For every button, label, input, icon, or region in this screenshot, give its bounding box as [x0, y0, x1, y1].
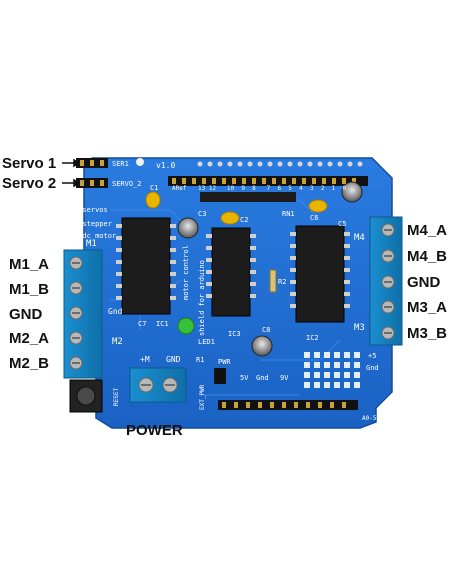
silk-ser1: SER1 [112, 160, 129, 168]
mounting-hole-icon [136, 158, 144, 166]
label-m2-a: M2_A [9, 330, 50, 347]
silk-pins-top: 13 12 10 9 8 7 6 5 4 3 2 1 0 [198, 185, 346, 192]
capacitor-c2-icon [220, 211, 240, 225]
silk-9v: 9V [280, 374, 289, 382]
electrolytic-cap-c5-icon [341, 181, 363, 203]
electrolytic-cap-c3-icon [177, 217, 199, 239]
label-m3-a: M3_A [407, 299, 448, 316]
silk-gnd-left: Gnd [108, 307, 123, 316]
power-terminal-block [129, 367, 187, 403]
label-power: POWER [126, 422, 183, 439]
silk-pwr: PWR [218, 358, 231, 366]
silk-led1: LED1 [198, 338, 215, 346]
label-m4-a: M4_A [407, 222, 448, 239]
silk-servo2: SERVO_2 [112, 180, 142, 188]
label-m4-b: M4_B [407, 248, 448, 265]
silk-servos: 2 servos [74, 206, 108, 214]
silk-ic3: IC3 [228, 330, 241, 338]
silk-c5: C5 [338, 220, 346, 228]
chip-ic3 [206, 227, 256, 317]
electrolytic-cap-c8-icon [251, 335, 273, 357]
silk-c1: C1 [150, 184, 158, 192]
silk-c2: C2 [240, 216, 248, 224]
silk-c7: C7 [138, 320, 146, 328]
silk-c8: C8 [262, 326, 270, 334]
silk-a0-5: A0-5 [362, 415, 377, 422]
label-m2-b: M2_B [9, 355, 50, 372]
silk-gnd-grid: Gnd [366, 364, 379, 372]
silk-m4: M4 [354, 233, 365, 243]
resistor-network [200, 192, 296, 202]
silk-motor-control: motor control [182, 245, 190, 300]
top-pin-header [168, 161, 368, 186]
servo-headers [76, 158, 108, 188]
silk-r2: R2 [278, 278, 286, 286]
resistor-r2-icon [269, 269, 277, 293]
silk-plus5: +5 [368, 352, 376, 360]
silk-ic1: IC1 [156, 320, 169, 328]
silk-gnd-bottom: Gnd [256, 374, 269, 382]
label-gnd-left: GND [9, 306, 43, 323]
silk-m1: M1 [86, 239, 97, 249]
left-terminal-block [63, 249, 103, 379]
servo-arrows [62, 158, 81, 188]
reset-button [69, 379, 103, 413]
capacitor-c6-icon [308, 199, 328, 213]
silk-m2: M2 [112, 337, 123, 347]
label-m3-b: M3_B [407, 325, 448, 342]
pwr-jumper [214, 368, 226, 384]
silk-aref: ARef [172, 185, 187, 192]
silk-shield-for-arduino: shield for arduino [198, 260, 206, 336]
label-servo-2: Servo 2 [2, 175, 57, 192]
silk-dc-motors: 4 dc motor [74, 232, 116, 240]
silk-5v: 5V [240, 374, 249, 382]
label-gnd-right: GND [407, 274, 441, 291]
green-led-icon [177, 317, 195, 335]
label-m1-b: M1_B [9, 281, 50, 298]
silk-steppers: 2 stepper [74, 220, 112, 228]
silk-rn1: RN1 [282, 210, 295, 218]
bottom-pin-header [218, 400, 358, 410]
silk-version: v1.0 [156, 161, 175, 170]
silk-m3: M3 [354, 323, 365, 333]
silk-gnd-pwr: GND [166, 355, 181, 364]
silk-reset: RESET [113, 388, 120, 406]
label-m1-a: M1_A [9, 256, 50, 273]
chip-ic1 [116, 217, 176, 315]
silk-plus-m: +M [140, 355, 150, 364]
label-servo-1: Servo 1 [2, 155, 57, 172]
right-terminal-block [369, 216, 403, 346]
capacitor-c1-icon [145, 191, 161, 209]
silk-c6: C6 [310, 214, 318, 222]
proto-hole-grid [304, 352, 360, 388]
silk-ext-pwr: EXT_PWR [199, 384, 206, 410]
silk-r1: R1 [196, 356, 204, 364]
silk-c3: C3 [198, 210, 206, 218]
chip-ic2 [290, 225, 350, 323]
silk-ic2: IC2 [306, 334, 319, 342]
